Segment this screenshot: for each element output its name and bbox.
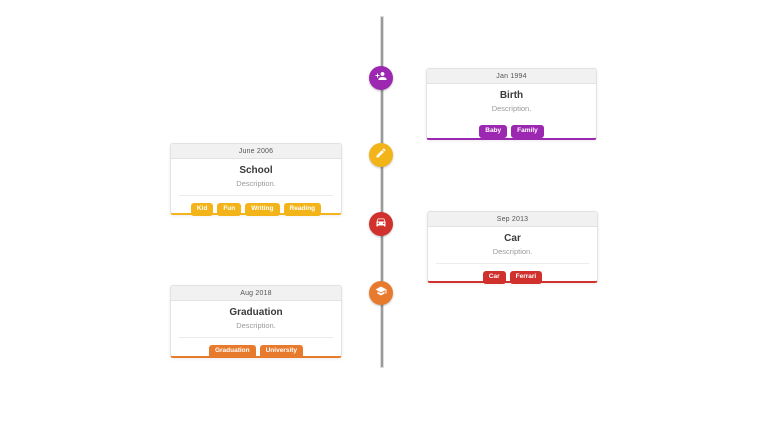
event-card-birth: Jan 1994 Birth Description. Baby Family [426, 68, 597, 140]
badge-car[interactable]: Car [482, 271, 506, 284]
timeline-marker-birth[interactable] [369, 66, 393, 90]
timeline-line [381, 17, 383, 367]
event-card-school: June 2006 School Description. Kid Fun Wr… [170, 143, 342, 216]
badge-writing[interactable]: Writing [245, 203, 280, 216]
event-title: School [239, 165, 273, 176]
event-description: Description. [236, 179, 276, 188]
event-badges: Kid Fun Writing Reading [190, 203, 322, 216]
event-description: Description. [491, 104, 532, 113]
badge-graduation[interactable]: Graduation [208, 345, 256, 358]
event-title: Birth [499, 90, 524, 101]
timeline-marker-graduation[interactable] [369, 281, 393, 305]
event-card-graduation: Aug 2018 Graduation Description. Graduat… [170, 285, 342, 358]
badge-baby[interactable]: Baby [479, 125, 508, 138]
event-date: Jan 1994 [427, 69, 596, 84]
card-divider [436, 263, 589, 265]
event-date: Aug 2018 [171, 286, 341, 301]
event-description: Description. [236, 321, 276, 330]
event-date: Sep 2013 [428, 212, 597, 227]
badge-family[interactable]: Family [511, 125, 544, 138]
timeline-marker-school[interactable] [369, 143, 393, 167]
event-card-car: Sep 2013 Car Description. Car Ferrari [427, 211, 598, 284]
card-divider [179, 337, 333, 339]
badge-university[interactable]: University [259, 345, 304, 358]
badge-fun[interactable]: Fun [217, 203, 242, 216]
event-title: Car [504, 233, 521, 244]
event-date: June 2006 [171, 144, 341, 159]
graduation-cap-icon [375, 284, 387, 302]
badge-kid[interactable]: Kid [190, 203, 214, 216]
timeline-marker-car[interactable] [369, 212, 393, 236]
badge-ferrari[interactable]: Ferrari [509, 271, 543, 284]
event-badges: Baby Family [479, 125, 544, 138]
person-add-icon [375, 69, 387, 87]
event-title: Graduation [229, 307, 283, 318]
event-badges: Graduation University [208, 345, 304, 358]
event-badges: Car Ferrari [482, 271, 543, 284]
car-icon [375, 215, 387, 233]
badge-reading[interactable]: Reading [283, 203, 322, 216]
event-description: Description. [492, 247, 533, 256]
card-divider [179, 195, 333, 197]
pencil-icon [375, 146, 387, 164]
